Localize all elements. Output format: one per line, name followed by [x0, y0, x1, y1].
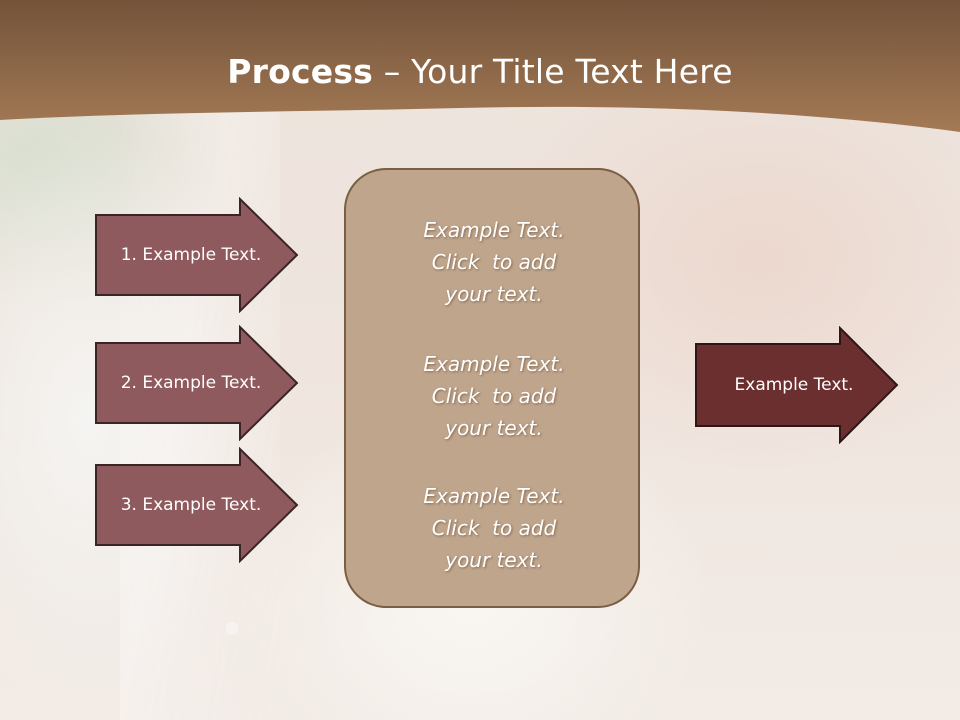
step-label: 3. Example Text.	[120, 495, 262, 515]
header-banner: Process – Your Title Text Here	[0, 0, 960, 140]
box-paragraph-3: Example Text. Click to add your text.	[346, 480, 642, 576]
arrow-shape-icon	[95, 197, 299, 313]
step-label: 1. Example Text.	[120, 245, 262, 265]
output-arrow-shape-icon	[695, 326, 899, 444]
box-line: your text.	[445, 282, 543, 306]
output-label: Example Text.	[734, 375, 854, 395]
arrow-shape-icon	[95, 325, 299, 441]
box-line: your text.	[445, 416, 543, 440]
step-arrow-2[interactable]: 2. Example Text.	[94, 325, 304, 441]
page-title: Process – Your Title Text Here	[0, 52, 960, 91]
title-bold: Process	[227, 52, 374, 91]
arrow-shape-icon	[95, 447, 299, 563]
center-text-box[interactable]: Example Text. Click to add your text. Ex…	[344, 168, 640, 608]
box-line: Click to add	[431, 516, 557, 540]
box-line: Click to add	[431, 384, 557, 408]
box-line: Example Text.	[423, 484, 565, 508]
box-line: your text.	[445, 548, 543, 572]
box-line: Click to add	[431, 250, 557, 274]
output-arrow[interactable]: Example Text.	[694, 326, 900, 444]
box-line: Example Text.	[423, 218, 565, 242]
header-wave-shape	[0, 0, 960, 132]
box-line: Example Text.	[423, 352, 565, 376]
title-rest: – Your Title Text Here	[373, 52, 733, 91]
step-label: 2. Example Text.	[120, 373, 262, 393]
box-paragraph-1: Example Text. Click to add your text.	[346, 214, 642, 310]
box-paragraph-2: Example Text. Click to add your text.	[346, 348, 642, 444]
step-arrow-1[interactable]: 1. Example Text.	[94, 197, 304, 313]
step-arrow-3[interactable]: 3. Example Text.	[94, 447, 304, 563]
